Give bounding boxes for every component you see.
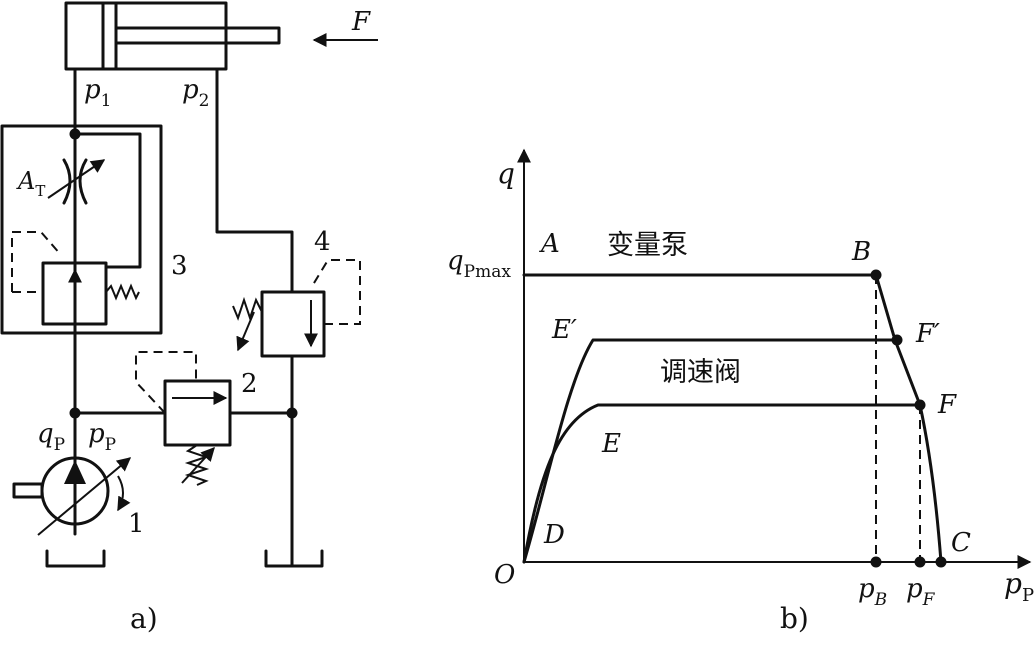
y-axis-label: q (497, 157, 515, 190)
hydraulic-circuit: F p1 p2 AT 3 (0, 1, 378, 635)
force-label: F (351, 7, 371, 37)
point-c-marker (935, 556, 947, 568)
pb-marker (870, 556, 882, 568)
qp-label: qP (37, 419, 65, 455)
valve-2-number: 2 (241, 369, 258, 399)
point-e-label: E (601, 429, 621, 459)
flow-control-valve-3 (0, 124, 163, 335)
valve-curve-lower (522, 403, 922, 564)
pump-curve (522, 273, 943, 564)
back-pressure-valve-4 (232, 259, 361, 358)
point-b-label: B (851, 237, 871, 267)
origin-label: O (494, 560, 515, 590)
pump-curve-label: 变量泵 (607, 230, 688, 261)
throttle-area-label: AT (16, 167, 45, 200)
point-c-label: C (951, 528, 971, 558)
point-f-label: F (937, 390, 957, 420)
pump-number: 1 (128, 509, 145, 539)
hydraulic-cylinder (64, 1, 281, 71)
point-e-prime-label: E′ (551, 315, 577, 345)
valve-3-number: 3 (171, 251, 188, 281)
x-axis-label: pP (1004, 567, 1034, 606)
pp-label: pP (88, 419, 116, 455)
point-f-marker (914, 399, 926, 411)
qpmax-label: qPmax (447, 246, 511, 282)
point-f-prime-label: F′ (915, 319, 940, 349)
valve-4-number: 4 (314, 227, 331, 257)
pf-label: pF (906, 574, 936, 610)
p2-label: p2 (182, 75, 209, 111)
point-a-label: A (539, 229, 560, 259)
valve-curve-label: 调速阀 (660, 357, 741, 388)
valve-curve-upper (522, 338, 899, 564)
pb-label: pB (858, 574, 887, 610)
point-d-label: D (543, 520, 565, 550)
tank-icon (45, 549, 106, 568)
point-b-marker (870, 269, 882, 281)
junction-dot (286, 407, 298, 419)
tank-icon (264, 549, 324, 568)
pf-marker (914, 556, 926, 568)
variable-pump-1 (12, 456, 132, 536)
junction-dot (69, 407, 81, 419)
characteristic-plot: q pP O qPmax A 变量泵 B E′ F′ 调速阀 F E D C p… (447, 148, 1034, 635)
caption-b: b) (780, 602, 809, 635)
p1-label: p1 (84, 75, 111, 111)
relief-valve-2 (135, 351, 232, 486)
line-p2 (215, 67, 294, 294)
point-f-prime-marker (891, 334, 903, 346)
caption-a: a) (130, 602, 158, 635)
